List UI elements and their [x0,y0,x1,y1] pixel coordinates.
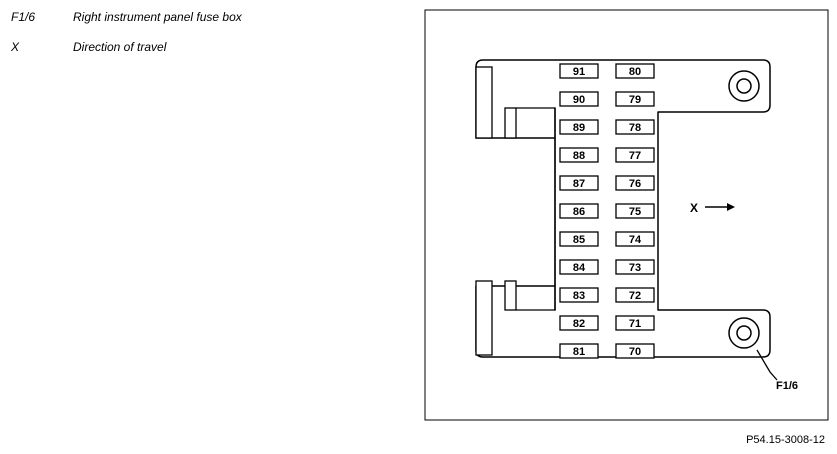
fuse-number: 74 [629,234,642,246]
mounting-tab-bottom-inner [504,280,517,311]
mounting-tab-bottom-left [475,280,493,356]
fuse-number: 73 [629,262,641,274]
fuse-slot [559,91,599,107]
direction-arrow-head [727,203,735,211]
fuse-slot [615,119,655,135]
fuse-slot [559,147,599,163]
fuse-number: 80 [629,66,641,78]
fuse-number: 70 [629,346,641,358]
fuse-slot [559,315,599,331]
fuse-slot [615,147,655,163]
fuse-slot [559,119,599,135]
fuse-slot [615,343,655,359]
fuse-number: 84 [573,262,586,274]
fuse-number: 87 [573,178,585,190]
fuse-number: 79 [629,94,641,106]
legend-code: X [11,40,20,54]
fuse-slot [615,287,655,303]
fuse-column-left: 91 90 89 88 87 86 85 84 83 82 81 [559,63,599,359]
fuse-number: 78 [629,122,641,134]
fuse-number: 77 [629,150,641,162]
fuse-number: 72 [629,290,641,302]
fuse-number: 83 [573,290,585,302]
legend-description: Right instrument panel fuse box [73,10,242,24]
direction-label: X [690,201,698,215]
fuse-slot [559,343,599,359]
fuse-number: 90 [573,94,585,106]
fuse-slot [615,315,655,331]
fuse-slot [615,231,655,247]
legend-description: Direction of travel [73,40,167,54]
screw-boss-bottom [728,317,760,349]
fuse-slot [615,259,655,275]
mounting-tab-top-inner [504,107,517,139]
fuse-number: 88 [573,150,585,162]
fuse-slot [615,175,655,191]
legend-code: F1/6 [11,10,36,24]
f16-leader-line [756,349,778,381]
reference-code: P54.15-3008-12 [746,434,825,446]
fuse-box-notch-top [516,107,556,311]
fuse-number: 91 [573,66,585,78]
fuse-number: 89 [573,122,585,134]
fuse-slot [559,175,599,191]
fuse-slot [559,231,599,247]
mounting-tab-top-left [475,66,493,139]
fuse-slot [615,91,655,107]
fuse-number: 71 [629,318,641,330]
fuse-column-right: 80 79 78 77 76 75 74 73 72 71 70 [615,63,655,359]
fuse-slot [559,203,599,219]
fuse-number: 85 [573,234,585,246]
fuse-number: 81 [573,346,585,358]
fuse-number: 82 [573,318,585,330]
fuse-number: 86 [573,206,585,218]
fuse-slot [559,287,599,303]
fuse-number: 75 [629,206,641,218]
screw-boss-top [728,70,760,102]
fuse-slot [615,63,655,79]
f16-callout: F1/6 [776,380,798,392]
fuse-slot [615,203,655,219]
fuse-slot [559,63,599,79]
fuse-number: 76 [629,178,641,190]
fuse-slot [559,259,599,275]
